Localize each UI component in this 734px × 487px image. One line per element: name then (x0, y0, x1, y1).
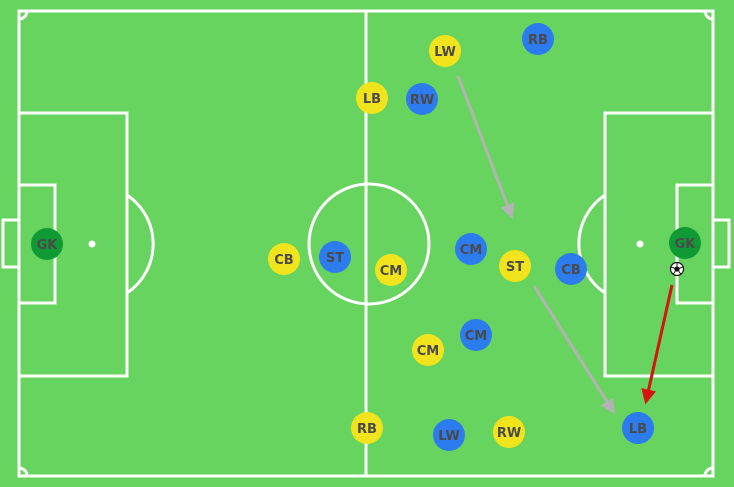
player-label: CM (417, 344, 439, 359)
player-label: RW (410, 93, 434, 108)
player-yellow-st[interactable]: ST (499, 250, 531, 282)
player-label: CM (380, 264, 402, 279)
player-label: GK (37, 238, 59, 253)
left-penalty-arc (126, 193, 155, 295)
player-blue-st[interactable]: ST (319, 241, 351, 273)
center-circle (307, 182, 431, 306)
player-label: CB (561, 263, 580, 278)
player-blue-lw[interactable]: LW (433, 419, 465, 451)
player-blue-lb[interactable]: LB (622, 412, 654, 444)
left-penalty-spot (88, 240, 96, 248)
right-goal (711, 218, 731, 269)
corner-arc-bottom-left (18, 466, 29, 477)
corner-arc-top-left (18, 10, 29, 21)
left-goal (1, 218, 21, 269)
player-yellow-rw[interactable]: RW (493, 416, 525, 448)
lw-run-arrow (456, 75, 515, 220)
soccer-ball-icon (669, 261, 685, 277)
player-blue-cb[interactable]: CB (555, 253, 587, 285)
st-run-arrow (532, 285, 616, 415)
pass-arrow (641, 284, 674, 405)
right-penalty-spot (636, 240, 644, 248)
player-label: CM (460, 243, 482, 258)
player-yellow-cb[interactable]: CB (268, 243, 300, 275)
player-label: GK (675, 237, 697, 252)
player-yellow-rb[interactable]: RB (351, 412, 383, 444)
player-label: LW (434, 45, 456, 60)
player-yellow-cm-center[interactable]: CM (375, 254, 407, 286)
player-label: LB (363, 92, 381, 107)
player-yellow-lb[interactable]: LB (356, 82, 388, 114)
player-yellow-cm[interactable]: CM (412, 334, 444, 366)
corner-arc-top-right (703, 10, 714, 21)
player-label: RB (357, 422, 377, 437)
player-label: LB (629, 422, 647, 437)
player-label: ST (326, 251, 344, 266)
right-penalty-arc (577, 193, 606, 295)
player-label: ST (506, 260, 524, 275)
player-blue-rb[interactable]: RB (522, 23, 554, 55)
player-blue-cm-top[interactable]: CM (455, 233, 487, 265)
player-blue-rw[interactable]: RW (406, 83, 438, 115)
player-label: RW (497, 426, 521, 441)
player-yellow-lw[interactable]: LW (429, 35, 461, 67)
corner-arc-bottom-right (703, 466, 714, 477)
player-label: CB (274, 253, 293, 268)
player-blue-gk[interactable]: GK (669, 227, 701, 259)
player-label: CM (465, 329, 487, 344)
player-yellow-gk[interactable]: GK (31, 228, 63, 260)
player-blue-cm-bottom[interactable]: CM (460, 319, 492, 351)
player-label: RB (528, 33, 548, 48)
player-label: LW (438, 429, 460, 444)
